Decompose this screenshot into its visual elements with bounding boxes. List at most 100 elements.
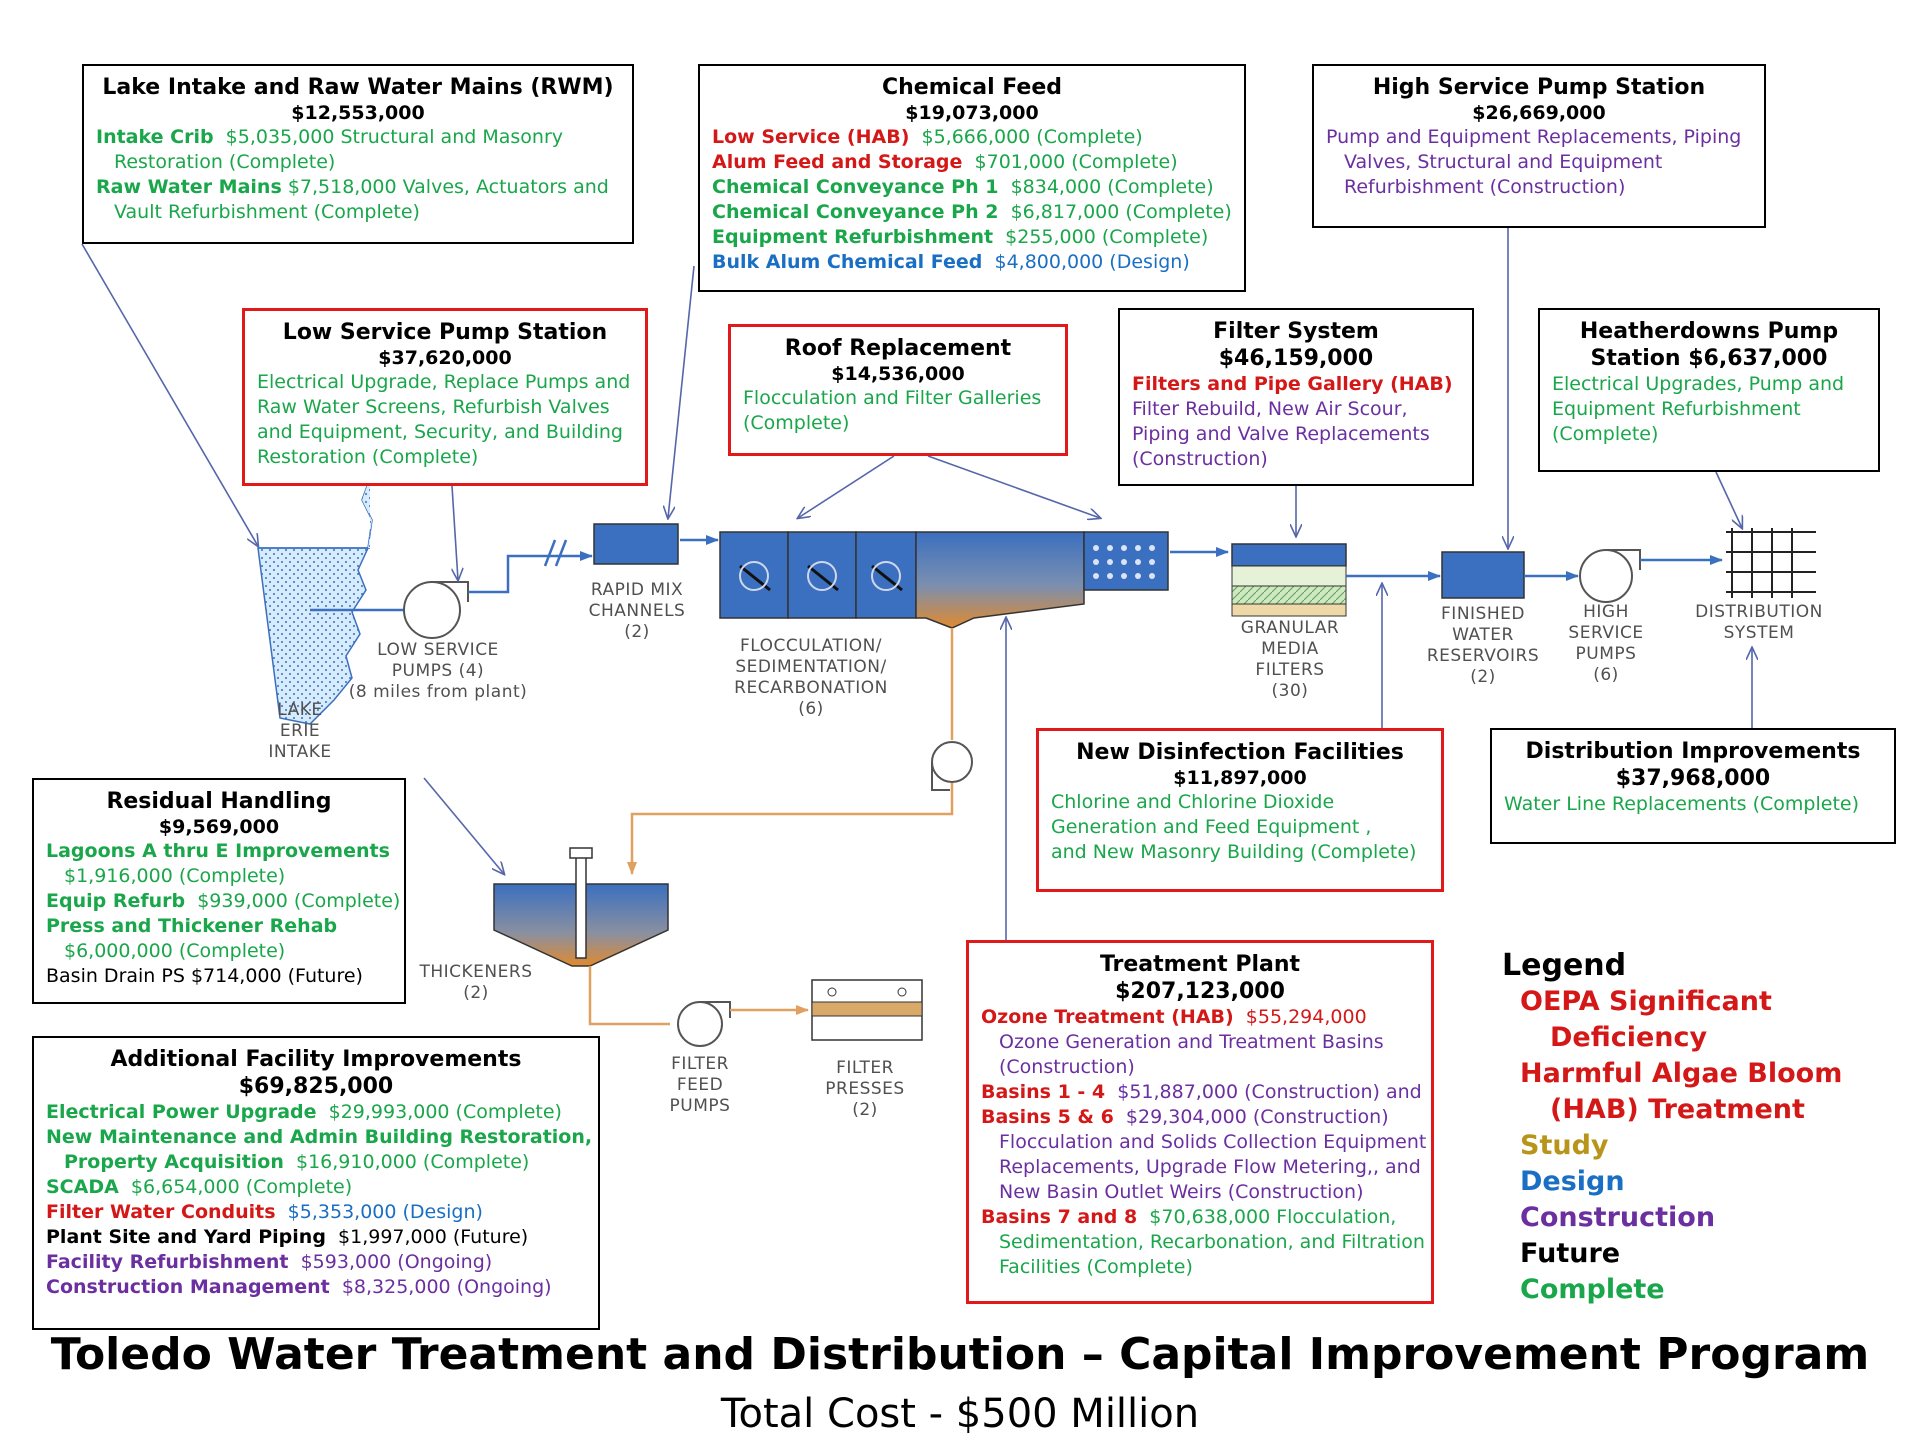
- box-line: Press and Thickener Rehab: [46, 915, 338, 937]
- label-line: SYSTEM: [1723, 623, 1795, 643]
- box-new-disinfection-facilities: New Disinfection Facilities $11,897,000 …: [1036, 728, 1444, 892]
- legend-item-study: Study: [1520, 1130, 1609, 1161]
- box-line: Piping and Valve Replacements: [1132, 423, 1430, 445]
- label-line: FLOCCULATION/: [739, 636, 883, 656]
- item-name: Property Acquisition: [64, 1151, 284, 1173]
- item-detail: $5,035,000 Structural and Masonry: [225, 126, 563, 148]
- label-granular-media-filters: GRANULAR MEDIA FILTERS (30): [1220, 618, 1360, 702]
- box-line: Chlorine and Chlorine Dioxide: [1051, 791, 1335, 813]
- box-title: Chemical Feed: [881, 75, 1062, 100]
- label-line: MEDIA: [1261, 639, 1319, 659]
- item-detail: $593,000 (Ongoing): [300, 1251, 493, 1273]
- box-line: Basins 5 & 6 $29,304,000 (Construction): [981, 1105, 1419, 1130]
- distribution-grid-icon: [1726, 528, 1816, 598]
- box-line: Filter Water Conduits $5,353,000 (Design…: [46, 1200, 586, 1225]
- label-line: (30): [1271, 681, 1309, 701]
- label-line: LAKE: [277, 700, 323, 720]
- label-line: INTAKE: [268, 742, 332, 762]
- item-detail: $255,000 (Complete): [1005, 226, 1209, 248]
- label-filter-feed-pumps: FILTER FEED PUMPS: [650, 1054, 750, 1117]
- box-line: (Complete): [743, 412, 850, 434]
- box-cost: $9,569,000: [158, 816, 280, 838]
- label-line: FILTER: [836, 1058, 894, 1078]
- legend-heading: Legend: [1502, 948, 1627, 983]
- item-detail: $29,304,000 (Construction): [1125, 1106, 1389, 1128]
- box-title: Additional Facility Improvements: [110, 1047, 522, 1072]
- label-line: RESERVOIRS: [1426, 646, 1540, 666]
- box-line: Intake Crib $5,035,000 Structural and Ma…: [96, 125, 620, 150]
- box-line: Lagoons A thru E Improvements: [46, 840, 390, 862]
- box-cost: $12,553,000: [291, 102, 425, 124]
- recarbonation-basin-icon: [1083, 531, 1169, 591]
- item-detail: $701,000 (Complete): [974, 151, 1178, 173]
- label-line: RAPID MIX: [590, 580, 684, 600]
- box-cost: $19,073,000: [905, 102, 1039, 124]
- item-name: Basins 1 - 4: [981, 1081, 1106, 1103]
- item-name: Raw Water Mains: [96, 176, 282, 198]
- label-line: LOW SERVICE: [377, 640, 499, 660]
- legend-item-design: Design: [1520, 1166, 1625, 1197]
- legend-item-construction: Construction: [1520, 1202, 1716, 1233]
- box-title: Distribution Improvements: [1525, 739, 1861, 764]
- thickener-to-feed-pump: [588, 966, 670, 1026]
- box-title: Residual Handling: [106, 789, 332, 814]
- label-rapid-mix: RAPID MIX CHANNELS (2): [572, 580, 702, 643]
- box-residual-handling: Residual Handling $9,569,000 Lagoons A t…: [32, 778, 406, 1004]
- label-high-service-pumps: HIGH SERVICE PUMPS (6): [1556, 602, 1656, 686]
- item-detail: $834,000 (Complete): [1010, 176, 1214, 198]
- label-line: FILTER: [671, 1054, 729, 1074]
- box-line: Ozone Generation and Treatment Basins: [999, 1031, 1384, 1053]
- item-name: Basins 5 & 6: [981, 1106, 1114, 1128]
- box-line: SCADA $6,654,000 (Complete): [46, 1175, 586, 1200]
- box-chemical-feed: Chemical Feed $19,073,000 Low Service (H…: [698, 64, 1246, 292]
- box-line: Equipment Refurbishment $255,000 (Comple…: [712, 225, 1232, 250]
- label-line: PUMPS: [1575, 644, 1637, 664]
- box-line: Low Service (HAB) $5,666,000 (Complete): [712, 125, 1232, 150]
- box-line: (Construction): [1132, 448, 1268, 470]
- label-line: GRANULAR: [1240, 618, 1340, 638]
- label-line: ERIE: [279, 721, 321, 741]
- box-line: Vault Refurbishment (Complete): [114, 201, 420, 223]
- label-line: RECARBONATION: [734, 678, 888, 698]
- box-line: Chemical Conveyance Ph 2 $6,817,000 (Com…: [712, 200, 1232, 225]
- label-line: SERVICE: [1568, 623, 1644, 643]
- legend-item-hab-cont: (HAB) Treatment: [1550, 1094, 1805, 1125]
- label-line: (2): [852, 1100, 878, 1120]
- item-name: Plant Site and Yard Piping: [46, 1226, 326, 1248]
- label-low-service-pumps: LOW SERVICE PUMPS (4) (8 miles from plan…: [340, 640, 536, 703]
- item-detail: $51,887,000 (Construction) and: [1117, 1081, 1422, 1103]
- label-line: PUMPS (4): [391, 661, 485, 681]
- sedimentation-basin-icon: [915, 531, 1085, 629]
- box-line: Alum Feed and Storage $701,000 (Complete…: [712, 150, 1232, 175]
- box-title: High Service Pump Station: [1372, 75, 1706, 100]
- box-line: Facilities (Complete): [999, 1256, 1193, 1278]
- box-line: Electrical Upgrades, Pump and: [1552, 373, 1845, 395]
- thickener-icon: [493, 847, 669, 967]
- item-name: Facility Refurbishment: [46, 1251, 289, 1273]
- item-detail: $7,518,000 Valves, Actuators and: [287, 176, 609, 198]
- item-name: Alum Feed and Storage: [712, 151, 963, 173]
- flocculation-basins-icon: [719, 531, 917, 619]
- item-name: Basins 7 and 8: [981, 1206, 1138, 1228]
- item-name: Bulk Alum Chemical Feed: [712, 251, 983, 273]
- sludge-line: [632, 628, 954, 874]
- item-name: Ozone Treatment (HAB): [981, 1006, 1234, 1028]
- box-line: Raw Water Mains $7,518,000 Valves, Actua…: [96, 175, 620, 200]
- box-cost: $14,536,000: [831, 363, 965, 385]
- box-line: Electrical Power Upgrade $29,993,000 (Co…: [46, 1100, 586, 1125]
- box-distribution-improvements: Distribution Improvements $37,968,000 Wa…: [1490, 728, 1896, 844]
- label-line: FILTERS: [1255, 660, 1325, 680]
- box-line: Basins 7 and 8 $70,638,000 Flocculation,: [981, 1205, 1419, 1230]
- item-name: Filter Water Conduits: [46, 1201, 276, 1223]
- label-finished-water-reservoirs: FINISHED WATER RESERVOIRS (2): [1408, 604, 1558, 688]
- item-name: Construction Management: [46, 1276, 330, 1298]
- label-line: WATER: [1452, 625, 1514, 645]
- box-title-cost: Station $6,637,000: [1590, 346, 1828, 371]
- finished-water-reservoir-icon: [1441, 551, 1525, 599]
- item-name: Low Service (HAB): [712, 126, 910, 148]
- legend-item-oepa: OEPA Significant: [1520, 986, 1772, 1017]
- pointer-lines: [81, 228, 1752, 940]
- rapid-mix-channels-icon: [593, 523, 679, 565]
- box-title: Heatherdowns Pump: [1579, 319, 1839, 344]
- box-low-service-pump-station: Low Service Pump Station $37,620,000 Ele…: [242, 308, 648, 486]
